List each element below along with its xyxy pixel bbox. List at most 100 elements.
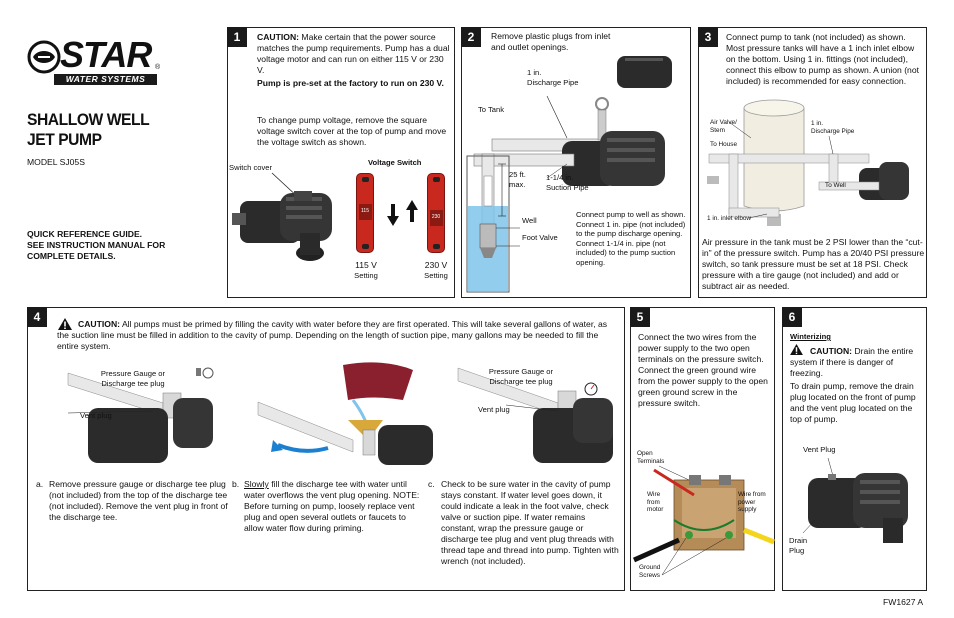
to-tank-label: To Tank (478, 105, 505, 114)
step1-change-text: To change pump voltage, remove the squar… (257, 115, 447, 147)
gauge-label-a: Pressure Gauge or Discharge tee plug (88, 369, 178, 388)
voltage-switch-115: 115 (356, 173, 374, 253)
step4-number: 4 (27, 307, 47, 327)
suction-size: 1-1/4 in. (546, 173, 574, 182)
ground-l2: Screws (639, 571, 660, 579)
suction-pipe-label: 1-1/4 in. Suction Pipe (546, 173, 589, 192)
model-number: MODEL SJ05S (27, 157, 85, 167)
step2-number: 2 (461, 27, 481, 47)
step1-panel: 1 CAUTION: Make certain that the power s… (227, 27, 455, 298)
priming-illustration-b (257, 362, 433, 465)
brand-tagline: WATER SYSTEMS (65, 74, 146, 84)
vent-plug-label-6: Vent Plug (803, 445, 836, 454)
setting-230-label: Setting (424, 271, 448, 280)
step1-preset: Pump is pre-set at the factory to run on… (257, 78, 444, 88)
arrow-up-icon (406, 200, 418, 222)
discharge-text: Discharge Pipe (527, 77, 579, 87)
quick-ref-line2: SEE INSTRUCTION MANUAL FOR (27, 240, 166, 250)
drain-l1: Drain (789, 536, 808, 545)
title-line1: SHALLOW WELL (27, 110, 150, 129)
wire-from-power-label: Wire from power supply (738, 491, 766, 514)
air-valve-label: Air Valve/ Stem (710, 119, 737, 134)
drain-pump-illustration (802, 457, 908, 543)
pressure-switch-illustration (632, 465, 775, 576)
step4b-text: fill the discharge tee with water until … (244, 479, 420, 533)
step6-drain-text: To drain pump, remove the drain plug loc… (790, 381, 916, 424)
motor-l1: Wire (647, 491, 661, 498)
step4-caution-text: All pumps must be primed by filling the … (57, 319, 608, 351)
step1-caution: CAUTION: Make certain that the power sou… (257, 32, 452, 76)
vent-plug-label-a: Vent plug (80, 411, 112, 420)
suction-text: Suction Pipe (546, 182, 589, 192)
quick-ref-line3: COMPLETE DETAILS. (27, 251, 116, 261)
open-terminals-label: Open Terminals (637, 450, 664, 465)
tank-discharge-l1: 1 in. (811, 120, 824, 127)
step6-number: 6 (782, 307, 802, 327)
brand-name: STAR (60, 34, 152, 75)
tank-discharge-label: 1 in. Discharge Pipe (811, 120, 854, 135)
step5-number: 5 (630, 307, 650, 327)
setting-115-voltage: 115 V (355, 260, 377, 270)
brand-logo: STAR ® (27, 34, 177, 88)
step4b-letter: b. (232, 479, 240, 489)
depth-value: 25 ft. (509, 170, 526, 179)
gauge-c-l2: Discharge tee plug (489, 376, 553, 386)
step4a-letter: a. (36, 479, 44, 489)
warning-icon (58, 318, 72, 330)
step6-panel: 6 Winterizing CAUTION: Drain the entire … (782, 307, 927, 591)
switch-230-text: 230 (431, 214, 441, 220)
footer-code: FW1627 A (883, 597, 924, 607)
star-swirl-icon (27, 40, 61, 74)
motor-l3: motor (647, 506, 664, 513)
voltage-switch-230: 230 (427, 173, 445, 253)
step6-caution: CAUTION: Drain the entire system if ther… (790, 346, 923, 379)
step6-caution-text: Drain the entire system if there is dang… (790, 346, 914, 378)
priming-illustration-c (457, 367, 613, 463)
title-line2: JET PUMP (27, 130, 102, 149)
switch-115-text: 115 (361, 208, 369, 214)
step1-caution-label: CAUTION: (257, 32, 300, 42)
step6-caution-label: CAUTION: (810, 346, 853, 356)
power-l3: supply (738, 506, 757, 513)
discharge-pipe-label: 1 in. Discharge Pipe (527, 68, 579, 87)
drain-plug-label: Drain Plug (789, 536, 807, 555)
open-terminals-l1: Open (637, 450, 653, 457)
step3-panel: 3 Connect pump to tank (not included) as… (698, 27, 927, 298)
depth-label: 25 ft. max. (509, 170, 526, 189)
setting-230-voltage: 230 V (424, 260, 448, 270)
air-valve-l1: Air Valve/ (710, 119, 737, 126)
gauge-a-l1: Pressure Gauge or (100, 369, 166, 378)
tank-discharge-l2: Discharge Pipe (811, 127, 855, 135)
well-label: Well (522, 216, 537, 225)
drain-l2: Plug (789, 545, 805, 555)
step1-caution-text: Make certain that the power source match… (257, 32, 450, 75)
pump-illustration (232, 172, 332, 261)
step1-number: 1 (227, 27, 247, 47)
ground-screws-label: Ground Screws (639, 564, 660, 579)
step4c-letter: c. (428, 479, 435, 489)
wire-from-motor-label: Wire from motor (647, 491, 663, 514)
step5-text: Connect the two wires from the power sup… (638, 332, 768, 408)
gauge-label-c: Pressure Gauge or Discharge tee plug (476, 367, 566, 386)
inlet-elbow-label: 1 in. inlet elbow (707, 215, 752, 222)
voltage-switch-label: Voltage Switch (368, 158, 422, 167)
to-house-label: To House (710, 141, 737, 148)
switch-cover-label: Switch cover (229, 163, 273, 172)
power-l1: Wire from (738, 491, 766, 498)
quick-ref-line1: QUICK REFERENCE GUIDE. (27, 229, 143, 239)
discharge-size: 1 in. (527, 68, 542, 77)
ground-l1: Ground (639, 564, 661, 571)
tank-illustration (707, 99, 909, 226)
step4-caution: CAUTION: All pumps must be primed by fil… (57, 319, 619, 352)
step3-text: Connect pump to tank (not included) as s… (726, 32, 920, 86)
winterizing-heading-text: Winterizing (790, 332, 831, 341)
arrow-down-icon (387, 204, 399, 226)
step3-number: 3 (698, 27, 718, 47)
step5-panel: 5 Connect the two wires from the power s… (630, 307, 775, 591)
depth-max: max. (509, 179, 526, 189)
open-terminals-l2: Terminals (637, 457, 665, 465)
step3-air-text: Air pressure in the tank must be 2 PSI l… (702, 237, 925, 291)
air-valve-l2: Stem (710, 126, 725, 134)
step4c-text: Check to be sure water in the cavity of … (441, 479, 619, 566)
setting-115: 115 V Setting (350, 260, 382, 281)
